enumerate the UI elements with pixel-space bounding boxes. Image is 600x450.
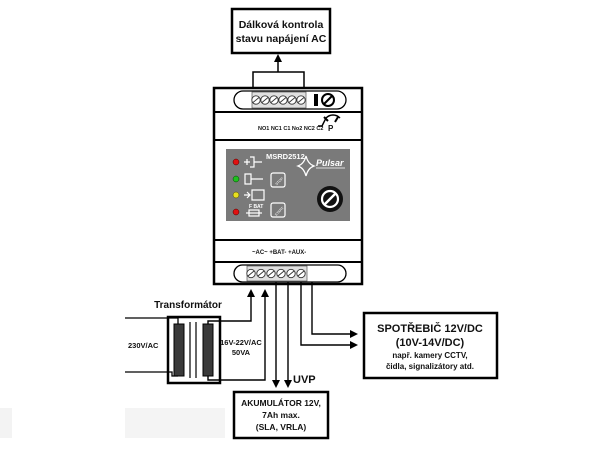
load-box-line4: čidla, signalizátory atd. (386, 362, 474, 371)
load-box-line3: např. kamery CCTV, (392, 351, 467, 360)
load-box-line1: SPOTŘEBIČ 12V/DC (377, 322, 483, 335)
front-panel: MSRD2512 Pulsar F BAT STOP START (226, 149, 350, 221)
load-box-line2: (10V-14V/DC) (396, 337, 465, 349)
aux-led (232, 175, 240, 183)
start-button[interactable] (270, 202, 286, 218)
ac-wires (207, 289, 269, 381)
tamper-switch-icon: P (318, 114, 341, 133)
transformer: Transformátor 230V/AC 16V-22V/AC 50VA (125, 300, 262, 385)
tamper-label: P (328, 124, 334, 133)
relay-connection (252, 54, 305, 92)
power-terminal-labels: ~AC~ +BAT- +AUX- (252, 250, 306, 256)
transformer-title: Transformátor (154, 300, 222, 311)
stop-label: STOP (275, 176, 285, 186)
fbat-led (232, 208, 240, 216)
model-label: MSRD2512 (266, 152, 305, 161)
pulsar-logo-icon (296, 155, 316, 177)
load-box: SPOTŘEBIČ 12V/DC (10V-14V/DC) např. kame… (362, 311, 499, 380)
background-smudge (0, 408, 12, 438)
uvp-label: UVP (293, 374, 316, 386)
stop-button[interactable] (270, 172, 286, 188)
ac-led (232, 158, 240, 166)
secondary-voltage-label: 16V-22V/AC (220, 338, 262, 347)
ac-plug-icon (244, 156, 262, 168)
transformer-power-label: 50VA (232, 348, 251, 357)
primary-voltage-label: 230V/AC (128, 341, 159, 350)
battery-box: AKUMULÁTOR 12V, 7Ah max. (SLA, VRLA) (232, 390, 330, 440)
adjustment-knob[interactable] (317, 186, 343, 212)
start-label: START (274, 205, 285, 216)
remote-control-box: Dálková kontrola stavu napájení AC (230, 7, 332, 55)
remote-box-line1: Dálková kontrola (239, 19, 324, 31)
relay-terminal-labels: NO1 NC1 C1 No2 NC2 C2 (258, 126, 323, 132)
aux-output-icon (244, 173, 263, 185)
fbat-label: F BAT (249, 204, 263, 210)
bat-led (232, 191, 240, 199)
brand-label: Pulsar (316, 158, 344, 168)
battery-icon (244, 189, 265, 201)
load-wires (300, 282, 358, 349)
remote-box-line2: stavu napájení AC (236, 33, 327, 45)
bottom-terminal-block (233, 264, 347, 283)
battery-wires (272, 282, 292, 388)
battery-box-line2: 7Ah max. (262, 410, 300, 420)
background-smudge (125, 408, 225, 438)
battery-box-line1: AKUMULÁTOR 12V, (241, 398, 321, 408)
power-supply-device: NO1 NC1 C1 No2 NC2 C2 P MSRD2512 Pulsar (212, 86, 364, 286)
top-terminal-block (233, 90, 347, 110)
battery-box-line3: (SLA, VRLA) (256, 422, 307, 432)
